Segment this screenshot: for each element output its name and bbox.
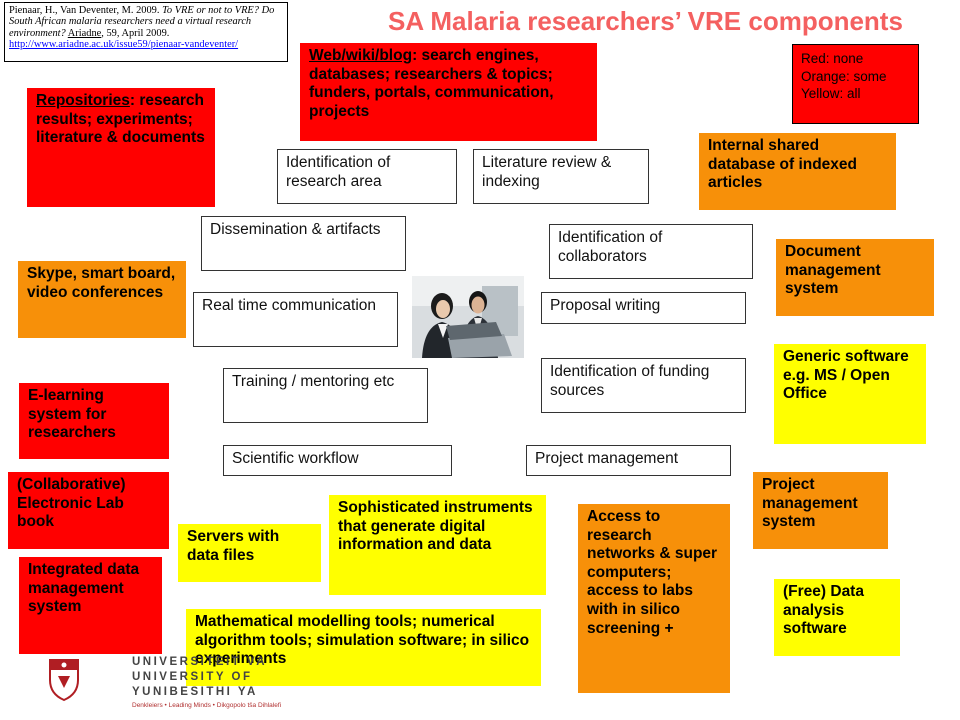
component-repositories: Repositories: research results; experime…: [27, 88, 215, 207]
researchers-photo: [412, 276, 524, 358]
component-web-head: Web/wiki/blog: [309, 47, 413, 64]
page-title: SA Malaria researchers’ VRE components: [388, 6, 903, 36]
component-servers: Servers with data files: [178, 524, 321, 582]
activity-identification-funding: Identification of funding sources: [541, 358, 746, 413]
component-math-tools: Mathematical modelling tools; numerical …: [186, 609, 541, 686]
component-instruments: Sophisticated instruments that generate …: [329, 495, 546, 595]
activity-literature-review: Literature review & indexing: [473, 149, 649, 204]
legend-yellow: Yellow: all: [801, 86, 861, 102]
university-logo: UNIVERSITEIT VA UNIVERSITY OF YUNIBESITH…: [42, 654, 281, 714]
component-elearning: E-learning system for researchers: [19, 383, 169, 459]
activity-proposal-writing: Proposal writing: [541, 292, 746, 324]
color-legend: Red: none Orange: some Yellow: all: [792, 44, 919, 124]
citation-journal: Ariadne: [67, 27, 102, 39]
university-crest-icon: [49, 659, 79, 702]
citation-authors: Pienaar, H., Van Deventer, M. 2009.: [9, 5, 160, 16]
activity-dissemination: Dissemination & artifacts: [201, 216, 406, 271]
activity-scientific-workflow: Scientific workflow: [223, 445, 452, 476]
activity-real-time-communication: Real time communication: [193, 292, 398, 347]
component-data-analysis: (Free) Data analysis software: [774, 579, 900, 656]
legend-red: Red: none: [801, 51, 864, 66]
activity-identification-collaborators: Identification of collaborators: [549, 224, 753, 279]
component-web-rest: : search engines, databases; researchers…: [309, 47, 554, 120]
component-web-wiki-blog: Web/wiki/blog: search engines, databases…: [300, 43, 597, 141]
citation-box: Pienaar, H., Van Deventer, M. 2009. To V…: [4, 2, 288, 62]
activity-training-mentoring: Training / mentoring etc: [223, 368, 428, 423]
component-generic-software: Generic software e.g. MS / Open Office: [774, 344, 926, 444]
component-access-networks: Access to research networks & super comp…: [578, 504, 730, 693]
component-repositories-head: Repositories: [36, 92, 130, 109]
component-skype: Skype, smart board, video conferences: [18, 261, 186, 338]
logo-line-1: UNIVERSITEIT VA: [132, 656, 268, 668]
component-internal-database: Internal shared database of indexed arti…: [699, 133, 896, 210]
logo-line-2: UNIVERSITY OF: [132, 671, 253, 683]
legend-orange: Orange: some: [801, 68, 887, 84]
component-repositories-rest: : research results; experiments; literat…: [36, 92, 205, 147]
component-integrated-data-management: Integrated data management system: [19, 557, 162, 654]
citation-article: To VRE or not to VRE? Do South African m…: [9, 5, 275, 39]
component-document-management: Document management system: [776, 239, 934, 316]
component-lab-book: (Collaborative) Electronic Lab book: [8, 472, 169, 549]
citation-issue: , 59, April 2009.: [101, 27, 170, 39]
logo-line-3: YUNIBESITHI YA: [132, 686, 258, 698]
component-project-management-system: Project management system: [753, 472, 888, 549]
activity-identification-research-area: Identification of research area: [277, 149, 457, 204]
citation-link[interactable]: http://www.ariadne.ac.uk/issue59/pienaar…: [9, 39, 239, 51]
logo-motto: Denkleiers • Leading Minds • Dikgopolo t…: [132, 702, 282, 709]
activity-project-management: Project management: [526, 445, 731, 476]
